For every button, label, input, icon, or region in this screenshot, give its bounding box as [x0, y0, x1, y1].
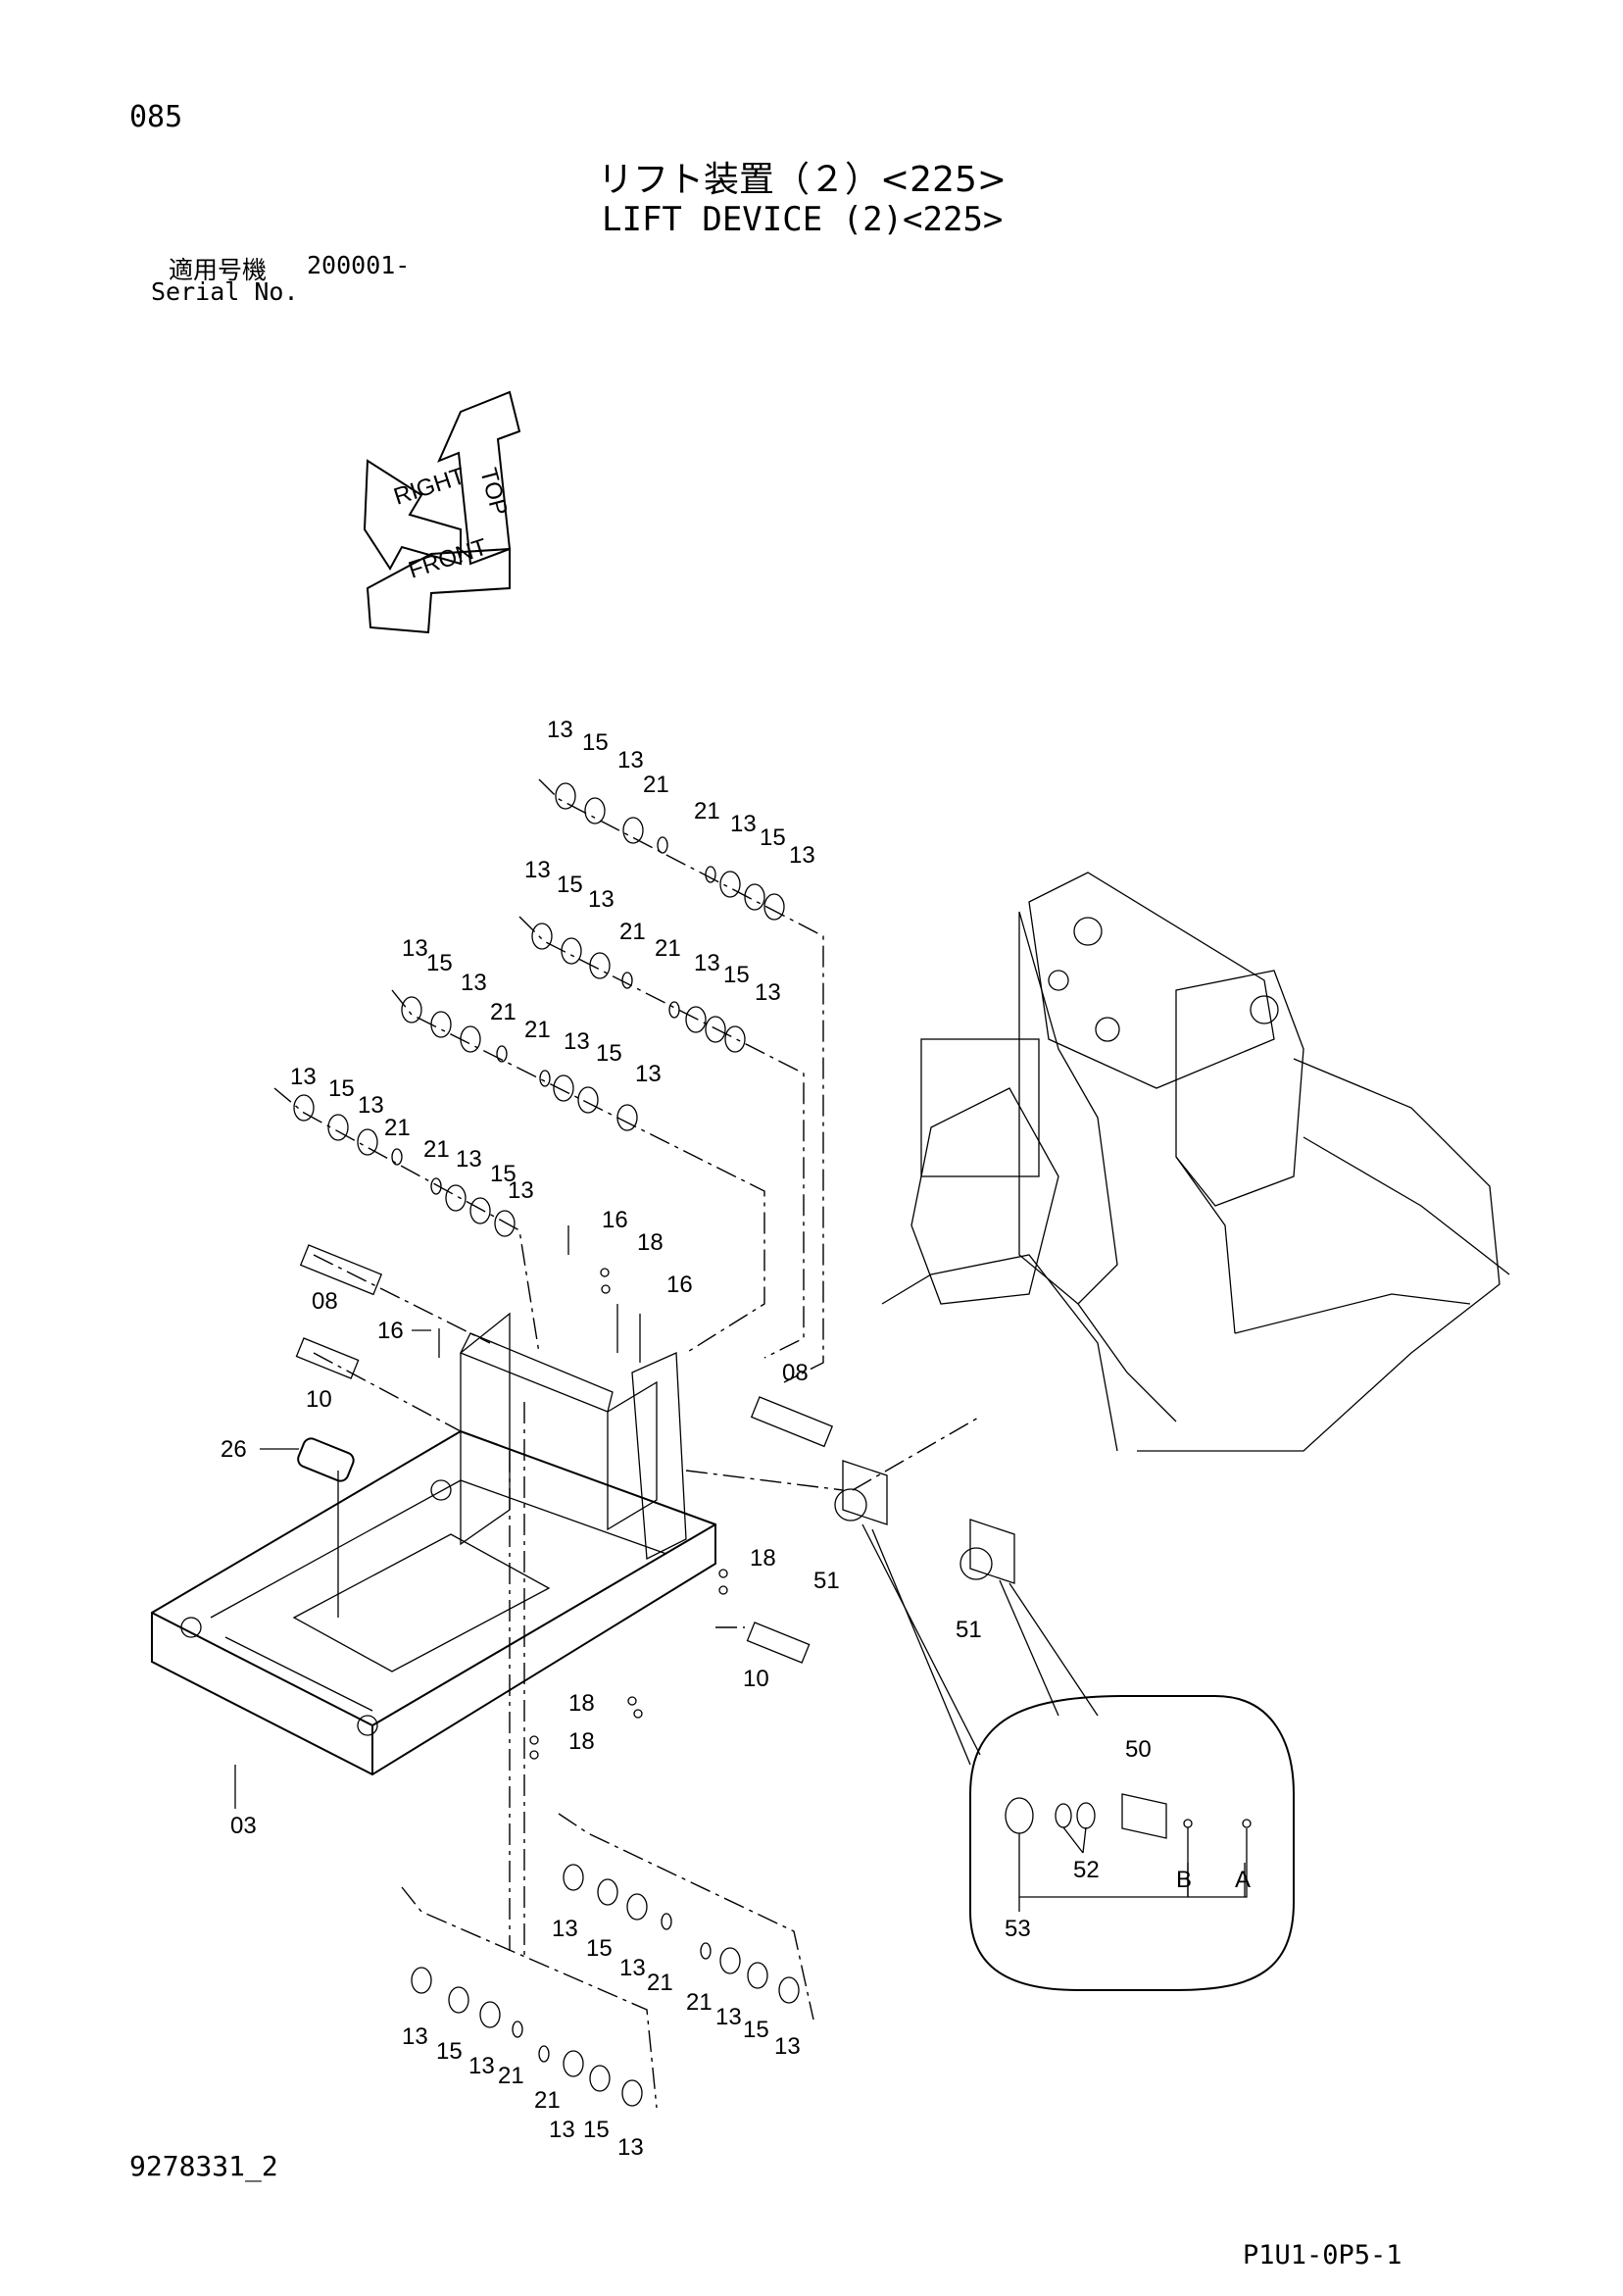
label-10: 10: [306, 1386, 332, 1413]
label-13: 13: [508, 1177, 534, 1204]
label-15: 15: [557, 872, 583, 898]
lift-frame-drawing: [881, 872, 1510, 1452]
label-21: 21: [643, 772, 669, 798]
label-13: 13: [617, 2134, 644, 2161]
label-21: 21: [498, 2063, 524, 2089]
label-13: 13: [552, 1916, 578, 1942]
label-13: 13: [564, 1028, 590, 1055]
label-13: 13: [290, 1064, 317, 1090]
orientation-indicator: TOP RIGHT FRONT: [363, 390, 521, 634]
label-13: 13: [715, 2004, 742, 2030]
serial-label-english: Serial No.: [151, 277, 299, 306]
label-51: 51: [813, 1568, 840, 1594]
orientation-top-label: TOP: [474, 466, 513, 519]
label-15: 15: [582, 729, 609, 756]
label-15: 15: [583, 2117, 610, 2143]
label-13: 13: [456, 1146, 482, 1173]
label-13: 13: [402, 2023, 428, 2050]
stoppers-drawing: [834, 1460, 1015, 1584]
label-16: 16: [377, 1318, 404, 1344]
part-labels: 03 08 08 10 10 16 16 16 18 18 18 18 26 5…: [221, 717, 1251, 2161]
label-13: 13: [402, 935, 428, 962]
bolts-drawing: [438, 1225, 728, 1760]
center-lines: [273, 778, 981, 2109]
label-13: 13: [468, 2053, 495, 2079]
serial-label-japanese: 適用号機: [169, 256, 268, 284]
leader-lines: [234, 1329, 1246, 1912]
label-13: 13: [617, 747, 644, 774]
label-16: 16: [602, 1207, 628, 1233]
label-13: 13: [694, 950, 720, 976]
label-10: 10: [743, 1666, 769, 1692]
label-21: 21: [694, 798, 720, 824]
label-13: 13: [588, 886, 615, 913]
label-18: 18: [750, 1545, 776, 1572]
detail-view: [861, 1523, 1295, 1991]
label-16: 16: [666, 1272, 693, 1298]
label-15: 15: [760, 824, 786, 851]
label-13: 13: [524, 857, 551, 883]
label-13: 13: [635, 1061, 662, 1087]
label-52: 52: [1073, 1857, 1100, 1883]
label-15: 15: [743, 2017, 769, 2043]
drawing-number: 9278331_2: [129, 2150, 278, 2182]
label-13: 13: [789, 842, 815, 869]
label-15: 15: [723, 962, 750, 988]
detail-ref-a: A: [1235, 1867, 1251, 1893]
label-18: 18: [568, 1728, 595, 1755]
label-21: 21: [619, 919, 646, 945]
title-english: LIFT DEVICE (2)<225>: [602, 200, 1004, 239]
label-21: 21: [384, 1115, 411, 1141]
label-50: 50: [1125, 1736, 1152, 1763]
label-21: 21: [655, 935, 681, 962]
base-frame-drawing: [151, 1312, 716, 1776]
label-13: 13: [547, 717, 573, 743]
label-13: 13: [619, 1955, 646, 1981]
label-53: 53: [1005, 1916, 1031, 1942]
orientation-front-label: FRONT: [406, 533, 491, 583]
label-15: 15: [436, 2038, 463, 2065]
label-51: 51: [956, 1617, 982, 1643]
label-08: 08: [782, 1360, 809, 1386]
label-26: 26: [221, 1436, 247, 1463]
label-15: 15: [328, 1075, 355, 1102]
label-13: 13: [549, 2117, 575, 2143]
label-15: 15: [586, 1935, 613, 1962]
orientation-right-label: RIGHT: [391, 463, 469, 511]
label-21: 21: [647, 1970, 673, 1996]
label-18: 18: [568, 1690, 595, 1717]
pins-drawing: [295, 1244, 834, 1664]
label-21: 21: [423, 1136, 450, 1163]
serial-value: 200001-: [307, 251, 411, 279]
label-15: 15: [426, 950, 453, 976]
label-13: 13: [774, 2033, 801, 2060]
label-18: 18: [637, 1229, 664, 1256]
page-number: 085: [129, 100, 183, 134]
title-japanese: リフト装置（２）<225>: [598, 160, 1008, 200]
label-15: 15: [596, 1040, 622, 1067]
label-13: 13: [730, 811, 757, 837]
label-13: 13: [461, 970, 487, 996]
label-21: 21: [686, 1989, 713, 2016]
label-08: 08: [312, 1288, 338, 1315]
label-13: 13: [358, 1092, 384, 1119]
label-15: 15: [490, 1161, 516, 1187]
detail-ref-b: B: [1176, 1867, 1192, 1893]
label-03: 03: [230, 1813, 257, 1839]
label-21: 21: [490, 999, 516, 1025]
label-13: 13: [755, 979, 781, 1006]
label-21: 21: [534, 2087, 561, 2114]
page-code: P1U1-0P5-1: [1243, 2240, 1402, 2271]
label-21: 21: [524, 1017, 551, 1043]
